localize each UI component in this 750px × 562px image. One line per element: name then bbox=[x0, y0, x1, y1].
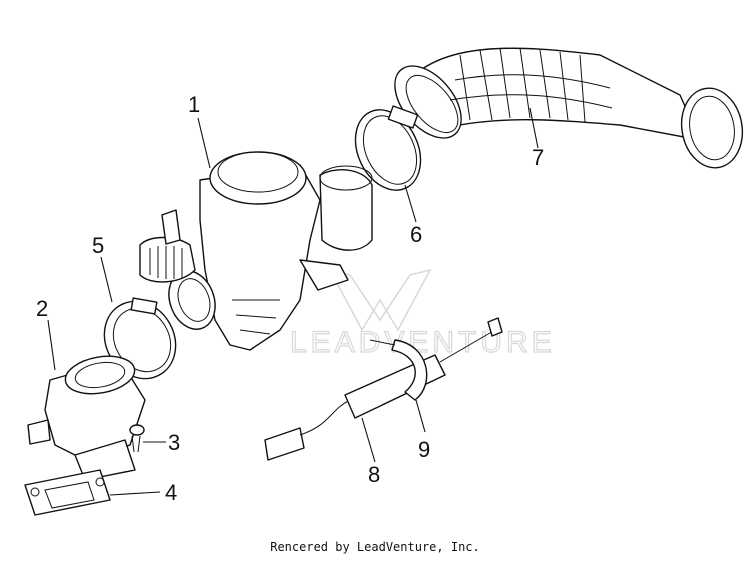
cable-bracket bbox=[369, 339, 428, 401]
callout-3: 3 bbox=[168, 430, 180, 455]
watermark-text: LEADVENTURE bbox=[290, 326, 556, 359]
intake-manifold bbox=[27, 355, 146, 481]
screw bbox=[129, 424, 145, 453]
callout-8: 8 bbox=[368, 462, 380, 487]
callout-2: 2 bbox=[36, 296, 48, 321]
leader-2 bbox=[47, 319, 56, 371]
leader-lines bbox=[47, 107, 539, 496]
leader-5 bbox=[100, 256, 113, 303]
leader-1 bbox=[197, 117, 211, 169]
callout-1: 1 bbox=[188, 92, 200, 117]
leader-6 bbox=[404, 184, 417, 223]
leader-9 bbox=[415, 399, 426, 433]
carburetor bbox=[139, 151, 373, 351]
intake-hose bbox=[394, 47, 744, 169]
callout-6: 6 bbox=[410, 222, 422, 247]
gasket bbox=[24, 469, 111, 516]
leader-4 bbox=[109, 491, 161, 496]
callout-4: 4 bbox=[165, 480, 177, 505]
callout-9: 9 bbox=[418, 437, 430, 462]
watermark: LEADVENTURE bbox=[289, 268, 556, 360]
hose-clamp-upper bbox=[354, 105, 422, 191]
callout-7: 7 bbox=[532, 145, 544, 170]
callouts: 1 2 3 4 5 6 7 8 9 bbox=[36, 92, 544, 505]
leader-7 bbox=[529, 107, 539, 149]
leader-8 bbox=[361, 417, 376, 463]
watermark-logo-icon bbox=[328, 268, 432, 332]
credit-text: Rencered by LeadVenture, Inc. bbox=[270, 540, 480, 554]
callout-5: 5 bbox=[92, 233, 104, 258]
